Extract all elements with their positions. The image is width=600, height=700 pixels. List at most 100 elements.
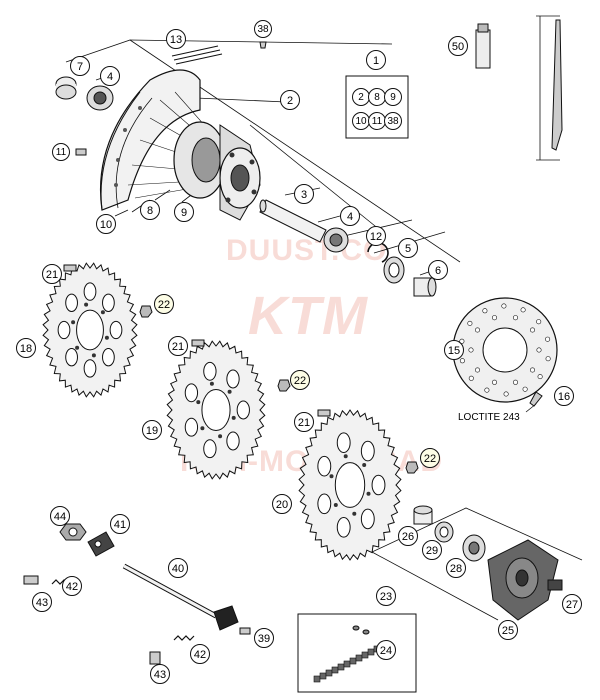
callout-42-b[interactable]: 42: [190, 644, 210, 664]
sprocket-bolt-hole: [104, 335, 109, 340]
sprocket-cutout: [83, 359, 97, 378]
callout-9[interactable]: 9: [174, 202, 194, 222]
callout-16[interactable]: 16: [554, 386, 574, 406]
brake-disc-15-drawing: [452, 297, 558, 403]
callout-19[interactable]: 19: [142, 420, 162, 440]
disc-hole: [467, 320, 473, 326]
callout-44[interactable]: 44: [50, 506, 70, 526]
callout-22-c[interactable]: 22: [420, 448, 440, 468]
callout-38[interactable]: 38: [254, 20, 272, 38]
sprocket-bolt-hole: [333, 503, 338, 507]
disc-hole: [529, 367, 535, 373]
disc-hole: [520, 307, 526, 313]
sprocket-cutout: [102, 293, 115, 312]
sprocket-carrier-25-drawing: [487, 539, 559, 621]
nipple-38-drawing: [259, 41, 267, 49]
sprocket-bolt-hole: [200, 426, 205, 431]
callout-15[interactable]: 15: [444, 340, 464, 360]
disc-hole: [501, 303, 507, 309]
disc-hole: [459, 358, 465, 364]
callout-1[interactable]: 1: [366, 50, 386, 70]
callout-26[interactable]: 26: [398, 526, 418, 546]
sprocket-19-drawing: [166, 340, 266, 480]
spokes-13-drawing: [171, 45, 223, 65]
sprocket-bolt-hole: [362, 463, 367, 467]
axle-40-drawing: [122, 563, 239, 631]
callout-40[interactable]: 40: [168, 558, 188, 578]
disc-hole: [468, 347, 474, 353]
callout-18[interactable]: 18: [16, 338, 36, 358]
sprocket-cutout: [203, 439, 217, 459]
circlip-12-drawing: [367, 242, 389, 263]
callout-2[interactable]: 2: [280, 90, 300, 110]
disc-hole: [545, 356, 551, 362]
chain-link: [349, 657, 357, 665]
sprocket-cutout: [184, 383, 199, 403]
sprocket-bolt-hole: [343, 454, 348, 459]
disc-hole: [474, 367, 480, 373]
callout-13[interactable]: 13: [166, 29, 186, 49]
bearing-28-drawing: [462, 534, 486, 562]
callout-3[interactable]: 3: [294, 184, 314, 204]
callout-8[interactable]: 8: [140, 200, 160, 220]
sprocket-bolt-hole: [71, 320, 76, 325]
callout-4-right[interactable]: 4: [340, 206, 360, 226]
callout-5[interactable]: 5: [398, 238, 418, 258]
loctite-note: LOCTITE 243: [458, 412, 520, 423]
valve-50-drawing: [475, 23, 491, 69]
disc-hole: [536, 347, 542, 353]
disc-hole: [529, 327, 535, 333]
callout-4-left[interactable]: 4: [100, 66, 120, 86]
callout-22-b[interactable]: 22: [290, 370, 310, 390]
callout-50[interactable]: 50: [448, 36, 468, 56]
callout-21-a[interactable]: 21: [42, 264, 62, 284]
sprocket-cutout: [360, 508, 375, 530]
sprocket-bolt-hole: [91, 353, 96, 358]
callout-27[interactable]: 27: [562, 594, 582, 614]
disc-hole: [484, 387, 490, 393]
chain-link: [343, 660, 351, 668]
callout-23[interactable]: 23: [376, 586, 396, 606]
callout-43-b[interactable]: 43: [150, 664, 170, 684]
callout-7[interactable]: 7: [70, 56, 90, 76]
chain-link: [337, 663, 345, 671]
disc-hole: [537, 374, 543, 380]
callout-42-a[interactable]: 42: [62, 576, 82, 596]
chain-link: [355, 654, 363, 662]
callout-21-c[interactable]: 21: [294, 412, 314, 432]
sprocket-20-drawing: [298, 409, 402, 561]
callout-12[interactable]: 12: [366, 226, 386, 246]
callout-41[interactable]: 41: [110, 514, 130, 534]
screw-21-b-drawing: [191, 339, 205, 347]
kit-item-9[interactable]: 9: [384, 88, 402, 106]
callout-6[interactable]: 6: [428, 260, 448, 280]
sprocket-cutout: [317, 455, 332, 477]
chain-link: [325, 669, 333, 677]
sprocket-18-drawing: [42, 262, 138, 398]
callout-24[interactable]: 24: [376, 640, 396, 660]
callout-29[interactable]: 29: [422, 540, 442, 560]
callout-25[interactable]: 25: [498, 620, 518, 640]
nut-44-drawing: [59, 523, 87, 541]
callout-22-a[interactable]: 22: [154, 294, 174, 314]
sprocket-cutout: [83, 282, 97, 301]
callout-28[interactable]: 28: [446, 558, 466, 578]
sprocket-bore: [334, 462, 366, 508]
spacer-26-drawing: [413, 505, 433, 525]
chain-adjuster-41-drawing: [87, 531, 115, 557]
sprocket-bolt-hole: [84, 302, 89, 307]
screw-21-a-drawing: [63, 264, 77, 272]
callout-21-b[interactable]: 21: [168, 336, 188, 356]
bolt-43-a-drawing: [23, 575, 39, 585]
callout-39[interactable]: 39: [254, 628, 274, 648]
sprocket-bolt-hole: [75, 345, 80, 350]
damper-27-drawing: [547, 579, 563, 591]
sprocket-cutout: [203, 361, 217, 381]
callout-11[interactable]: 11: [52, 143, 70, 161]
callout-43-a[interactable]: 43: [32, 592, 52, 612]
sprocket-bolt-hole: [329, 474, 334, 479]
kit-item-38[interactable]: 38: [384, 112, 402, 130]
callout-20[interactable]: 20: [272, 494, 292, 514]
callout-10[interactable]: 10: [96, 214, 116, 234]
